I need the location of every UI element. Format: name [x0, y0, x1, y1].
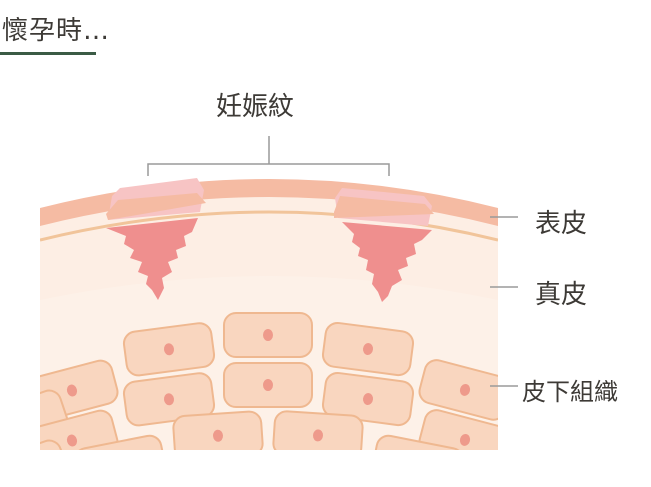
fat-cell	[73, 434, 167, 471]
fat-cell	[321, 371, 415, 427]
fat-cell	[40, 409, 119, 450]
cell-nucleus	[312, 429, 324, 442]
fat-cell	[222, 311, 314, 359]
fat-cell	[222, 361, 314, 409]
stretch-marks-label: 妊娠紋	[216, 92, 295, 122]
fat-cell	[122, 322, 216, 377]
page-heading: 懷孕時…	[2, 16, 111, 46]
cell-nucleus	[15, 465, 28, 480]
cell-nucleus	[262, 329, 274, 342]
fat-cell	[122, 372, 216, 427]
fat-cell	[418, 359, 498, 421]
cell-nucleus	[459, 383, 471, 396]
fat-cell-body	[40, 389, 69, 450]
cell-nucleus	[212, 429, 224, 442]
stretch-mark-left	[106, 178, 206, 300]
fat-cell	[15, 389, 69, 450]
dermis-line	[40, 210, 498, 242]
cell-nucleus	[459, 433, 471, 446]
fat-cell-body	[371, 434, 465, 450]
cell-nucleus	[163, 343, 175, 356]
dermis-label: 真皮	[535, 280, 588, 310]
cell-nucleus	[114, 457, 126, 471]
fat-cell	[321, 321, 415, 377]
fat-cell-body	[73, 434, 167, 450]
fat-cells	[15, 311, 498, 480]
fat-cell	[371, 434, 465, 471]
cell-nucleus	[66, 434, 78, 447]
cell-nucleus	[362, 393, 374, 406]
fat-cell	[172, 410, 264, 450]
stretch-mark-right	[334, 188, 434, 302]
cell-nucleus	[362, 343, 374, 356]
stretch-mark-bracket	[147, 136, 390, 176]
cell-nucleus	[66, 384, 78, 397]
fat-cell	[418, 409, 498, 450]
epidermis-label: 表皮	[535, 209, 588, 239]
subcutaneous-label: 皮下組織	[522, 378, 618, 406]
cell-nucleus	[412, 457, 424, 471]
cell-nucleus	[15, 415, 28, 430]
cell-nucleus	[163, 393, 175, 406]
fat-cell	[272, 410, 364, 450]
heading-underline	[0, 52, 96, 55]
cell-nucleus	[262, 379, 274, 392]
